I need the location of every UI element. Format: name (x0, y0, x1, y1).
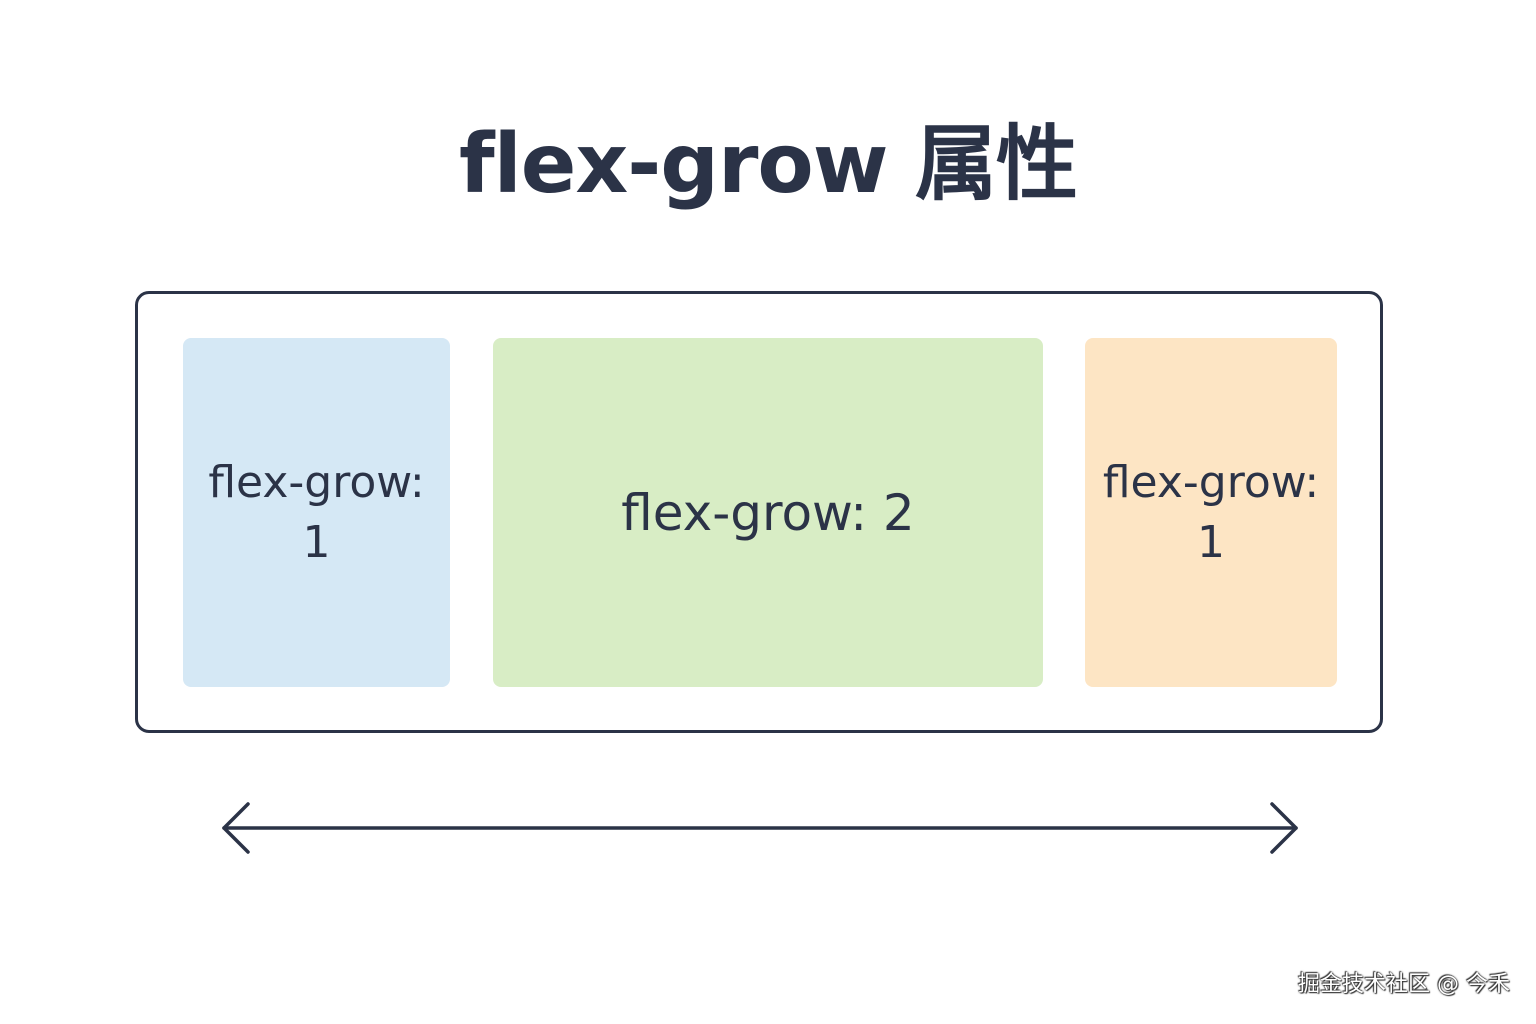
flex-item-2-label: flex-grow: 2 (621, 483, 915, 542)
double-headed-arrow-icon (222, 802, 1298, 854)
flex-item-1: flex-grow: 1 (183, 338, 450, 687)
flex-item-2: flex-grow: 2 (493, 338, 1043, 687)
flex-item-1-label: flex-grow: 1 (208, 456, 425, 568)
watermark: 掘金技术社区 @ 今禾 (1298, 972, 1510, 997)
flex-container (135, 291, 1383, 733)
flex-item-3-label: flex-grow: 1 (1102, 456, 1320, 568)
diagram-title: flex-grow 属性 (458, 117, 1078, 212)
flex-item-3: flex-grow: 1 (1085, 338, 1337, 687)
